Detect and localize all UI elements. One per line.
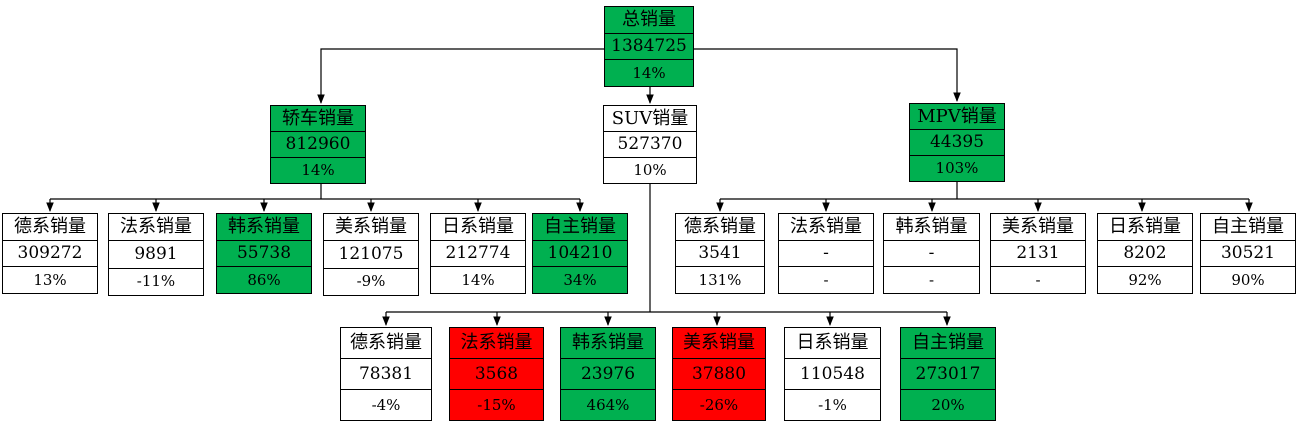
node-suv-korean: 韩系销量 23976 464% bbox=[560, 327, 656, 421]
node-value: 37880 bbox=[673, 359, 765, 390]
node-mpv-korean: 韩系销量 - - bbox=[883, 213, 980, 294]
node-sedan-domestic: 自主销量 104210 34% bbox=[532, 213, 628, 294]
node-growth: 14% bbox=[301, 161, 335, 179]
node-growth: 90% bbox=[1231, 270, 1265, 289]
node-name: MPV销量 bbox=[910, 104, 1004, 130]
node-sedan: 轿车销量 812960 14% bbox=[270, 105, 366, 184]
node-name: 德系销量 bbox=[676, 214, 764, 241]
node-value: 104210 bbox=[533, 241, 627, 268]
node-value: 55738 bbox=[217, 241, 311, 268]
node-value: 309272 bbox=[3, 241, 97, 268]
node-mpv-french: 法系销量 - - bbox=[778, 213, 874, 294]
node-growth: 86% bbox=[247, 270, 281, 289]
node-name: 德系销量 bbox=[3, 214, 97, 241]
node-value: - bbox=[884, 241, 979, 268]
node-sedan-japanese: 日系销量 212774 14% bbox=[430, 213, 526, 294]
node-growth: - bbox=[1035, 270, 1041, 289]
node-name: 日系销量 bbox=[1098, 214, 1192, 241]
node-value: 3541 bbox=[676, 241, 764, 268]
node-value: 121075 bbox=[324, 241, 418, 269]
node-name: 美系销量 bbox=[324, 214, 418, 242]
node-value: - bbox=[779, 241, 873, 268]
node-name: 日系销量 bbox=[785, 328, 880, 359]
node-value: 2131 bbox=[991, 241, 1085, 268]
node-growth: -15% bbox=[477, 395, 516, 414]
node-growth: 103% bbox=[935, 159, 979, 177]
node-value: 23976 bbox=[561, 359, 655, 390]
node-sedan-american: 美系销量 121075 -9% bbox=[323, 213, 419, 296]
node-value: 273017 bbox=[901, 359, 995, 390]
node-suv-german: 德系销量 78381 -4% bbox=[340, 327, 432, 421]
node-name: 法系销量 bbox=[109, 214, 203, 242]
node-growth: 34% bbox=[563, 270, 597, 289]
node-suv-japanese: 日系销量 110548 -1% bbox=[784, 327, 881, 421]
node-growth: 13% bbox=[33, 270, 67, 289]
node-value: 44395 bbox=[910, 130, 1004, 156]
node-mpv: MPV销量 44395 103% bbox=[909, 103, 1005, 182]
node-growth: -4% bbox=[371, 395, 401, 414]
node-sedan-french: 法系销量 9891 -11% bbox=[108, 213, 204, 296]
node-value: 8202 bbox=[1098, 241, 1192, 268]
node-growth: -1% bbox=[818, 395, 847, 414]
node-value: 212774 bbox=[431, 241, 525, 268]
node-growth: 92% bbox=[1128, 270, 1162, 289]
node-growth: - bbox=[928, 270, 935, 289]
node-growth: -26% bbox=[699, 395, 739, 414]
node-growth: 14% bbox=[461, 270, 495, 289]
node-value: 812960 bbox=[271, 132, 365, 158]
node-name: 德系销量 bbox=[341, 328, 431, 359]
node-mpv-japanese: 日系销量 8202 92% bbox=[1097, 213, 1193, 294]
node-value: 110548 bbox=[785, 359, 880, 390]
node-growth: 464% bbox=[586, 395, 630, 414]
node-value: 78381 bbox=[341, 359, 431, 390]
node-suv-american: 美系销量 37880 -26% bbox=[672, 327, 766, 421]
node-suv: SUV销量 527370 10% bbox=[603, 105, 697, 184]
node-value: 30521 bbox=[1201, 241, 1295, 268]
node-value: 3568 bbox=[450, 359, 543, 390]
node-growth: -9% bbox=[356, 272, 386, 291]
node-name: 自主销量 bbox=[901, 328, 995, 359]
node-name: 日系销量 bbox=[431, 214, 525, 241]
node-growth: 20% bbox=[931, 395, 965, 414]
node-growth: 131% bbox=[698, 270, 742, 289]
node-growth: - bbox=[823, 270, 829, 289]
node-name: 美系销量 bbox=[673, 328, 765, 359]
node-name: 轿车销量 bbox=[271, 106, 365, 132]
node-sedan-german: 德系销量 309272 13% bbox=[2, 213, 98, 294]
node-suv-french: 法系销量 3568 -15% bbox=[449, 327, 544, 421]
node-name: 韩系销量 bbox=[884, 214, 979, 241]
node-growth: 10% bbox=[633, 161, 667, 179]
node-growth: 14% bbox=[632, 63, 666, 82]
node-name: 美系销量 bbox=[991, 214, 1085, 241]
node-name: 法系销量 bbox=[450, 328, 543, 359]
node-total: 总销量 1384725 14% bbox=[604, 6, 694, 87]
node-suv-domestic: 自主销量 273017 20% bbox=[900, 327, 996, 421]
node-mpv-german: 德系销量 3541 131% bbox=[675, 213, 765, 294]
node-growth: -11% bbox=[136, 272, 176, 291]
node-mpv-american: 美系销量 2131 - bbox=[990, 213, 1086, 294]
node-name: 韩系销量 bbox=[561, 328, 655, 359]
node-name: SUV销量 bbox=[604, 106, 696, 132]
node-mpv-domestic: 自主销量 30521 90% bbox=[1200, 213, 1296, 294]
node-name: 韩系销量 bbox=[217, 214, 311, 241]
node-value: 1384725 bbox=[605, 34, 693, 61]
node-name: 法系销量 bbox=[779, 214, 873, 241]
node-sedan-korean: 韩系销量 55738 86% bbox=[216, 213, 312, 294]
node-name: 总销量 bbox=[605, 7, 693, 34]
node-value: 9891 bbox=[109, 241, 203, 269]
node-name: 自主销量 bbox=[533, 214, 627, 241]
node-name: 自主销量 bbox=[1201, 214, 1295, 241]
node-value: 527370 bbox=[604, 132, 696, 158]
